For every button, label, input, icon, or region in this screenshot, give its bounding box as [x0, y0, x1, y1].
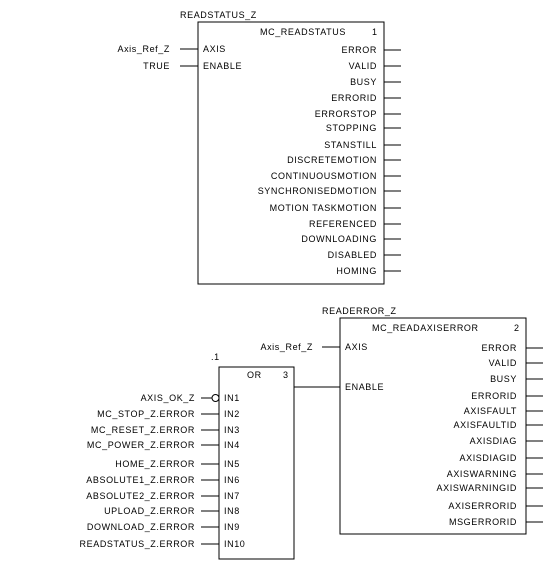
readerror-output-pin: AXISWARNING	[447, 469, 517, 479]
readerror-inputs: Axis_Ref_Z AXIS ENABLE	[260, 342, 384, 392]
readerror-output-pin: BUSY	[490, 374, 517, 384]
readerror-input-variable: Axis_Ref_Z	[260, 342, 313, 352]
readerror-output-pin: AXISWARNINGID	[437, 483, 517, 493]
readstatus-block-number: 1	[372, 27, 378, 37]
or-input-pin: IN2	[224, 409, 240, 419]
readerror-output-pin: VALID	[489, 358, 517, 368]
or-input-pin: IN9	[224, 522, 240, 532]
readstatus-output-pin: CONTINUOUSMOTION	[271, 171, 377, 181]
readstatus-output-pin: ERROR	[341, 45, 377, 55]
readerror-output-pin: AXISERRORID	[448, 501, 517, 511]
readerror-input-pin: ENABLE	[345, 382, 384, 392]
readstatus-output-pin: STOPPING	[326, 123, 377, 133]
readstatus-output-pin: HOMING	[336, 266, 377, 276]
readerror-output-pin: ERRORID	[471, 391, 517, 401]
readstatus-input-variable: Axis_Ref_Z	[117, 44, 170, 54]
readstatus-input-pin: AXIS	[203, 44, 226, 54]
or-input-variable: MC_STOP_Z.ERROR	[97, 409, 195, 419]
negation-circle	[211, 394, 220, 402]
readerror-output-pin: AXISFAULT	[464, 406, 517, 416]
readstatus-input-pin: ENABLE	[203, 61, 242, 71]
or-input-pin: IN10	[224, 539, 245, 549]
readstatus-input-variable: TRUE	[143, 61, 170, 71]
readerror-output-pin: AXISDIAG	[470, 436, 517, 446]
readerror-box[interactable]	[339, 317, 527, 535]
readstatus-box[interactable]	[197, 21, 385, 285]
or-input-variable: ABSOLUTE1_Z.ERROR	[86, 475, 195, 485]
or-input-variable: AXIS_OK_Z	[141, 393, 195, 403]
or-input-variable: DOWNLOAD_Z.ERROR	[87, 522, 195, 532]
readstatus-output-pin: DISCRETEMOTION	[287, 155, 377, 165]
readerror-output-pin: MSGERRORID	[449, 517, 517, 527]
or-input-variable: MC_POWER_Z.ERROR	[87, 440, 195, 450]
readstatus-outputs: ERROR VALID BUSY ERRORID ERRORSTOP STOPPING ST…	[258, 45, 401, 276]
or-input-pin: IN5	[224, 459, 240, 469]
or-input-pin: IN1	[224, 393, 240, 403]
readstatus-type-name: MC_READSTATUS	[260, 27, 346, 37]
readstatus-output-pin: MOTION TASKMOTION	[270, 203, 377, 213]
readerror-block[interactable]: READERROR_Z MC_READAXISERROR 2 Axis_Ref_…	[260, 306, 543, 535]
or-input-variable: ABSOLUTE2_Z.ERROR	[86, 491, 195, 501]
readstatus-output-pin: STANSTILL	[324, 140, 377, 150]
or-box[interactable]	[218, 366, 295, 560]
or-input-variable: MC_RESET_Z.ERROR	[91, 425, 195, 435]
or-input-pin: IN7	[224, 491, 240, 501]
or-input-variable: READSTATUS_Z.ERROR	[80, 539, 195, 549]
or-input-pin: IN4	[224, 440, 240, 450]
readstatus-output-pin: VALID	[349, 61, 377, 71]
or-type-name: OR	[247, 370, 262, 380]
readerror-output-pin: AXISDIAGID	[459, 453, 517, 463]
or-block-number: 3	[283, 370, 289, 380]
readstatus-output-pin: DISABLED	[328, 250, 377, 260]
readerror-instance-name: READERROR_Z	[322, 306, 397, 316]
or-instance-name: .1	[211, 352, 220, 362]
or-input-variable: HOME_Z.ERROR	[115, 459, 195, 469]
readstatus-output-pin: ERRORSTOP	[315, 109, 377, 119]
readstatus-inputs: Axis_Ref_Z AXIS TRUE ENABLE	[117, 44, 242, 71]
or-input-variable: UPLOAD_Z.ERROR	[104, 506, 195, 516]
readerror-output-pin: AXISFAULTID	[454, 420, 517, 430]
or-input-pin: IN3	[224, 425, 240, 435]
readstatus-output-pin: SYNCHRONISEDMOTION	[258, 186, 377, 196]
readerror-output-pin: ERROR	[481, 343, 517, 353]
readerror-outputs: ERROR VALID BUSY ERRORID AXISFAULT AXISFAULTI…	[437, 343, 543, 527]
or-input-pin: IN8	[224, 506, 240, 516]
readstatus-output-pin: REFERENCED	[309, 219, 377, 229]
readerror-type-name: MC_READAXISERROR	[372, 323, 479, 333]
readerror-input-pin: AXIS	[345, 342, 368, 352]
or-input-pin: IN6	[224, 475, 240, 485]
readstatus-output-pin: ERRORID	[331, 93, 377, 103]
readstatus-output-pin: DOWNLOADING	[301, 234, 377, 244]
readerror-block-number: 2	[514, 323, 520, 333]
readstatus-output-pin: BUSY	[350, 77, 377, 87]
readstatus-instance-name: READSTATUS_Z	[180, 10, 257, 20]
